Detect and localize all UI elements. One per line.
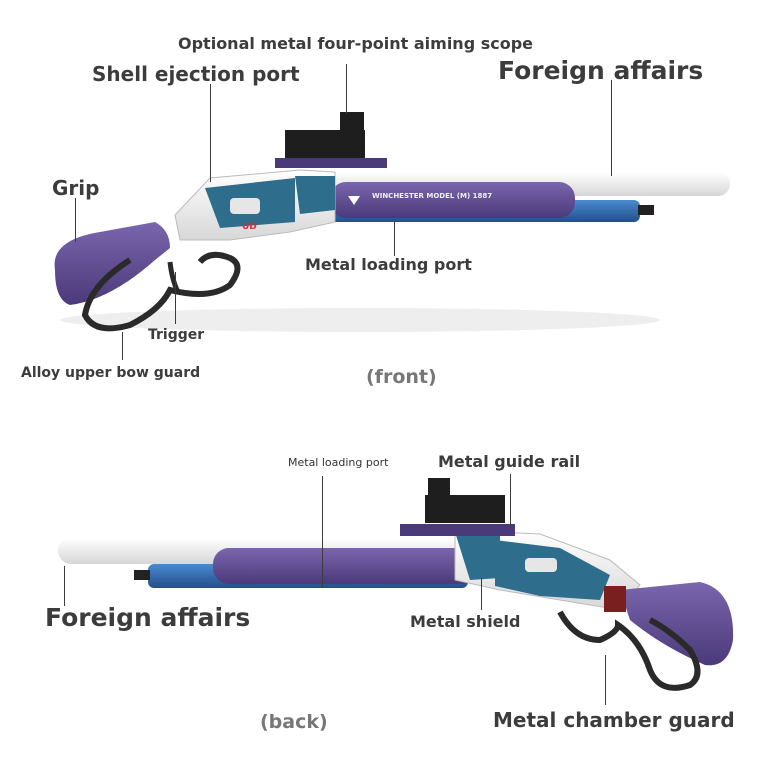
label-grip: Grip — [52, 176, 100, 200]
leader-trigger — [175, 272, 176, 324]
leader-foreign-affairs-back — [64, 566, 65, 606]
label-guide-rail: Metal guide rail — [438, 452, 581, 471]
front-forend — [330, 182, 575, 218]
leader-loading-port-front — [394, 222, 395, 256]
back-stock — [620, 582, 734, 666]
back-gun-illustration — [58, 478, 734, 691]
caption-back: (back) — [260, 711, 328, 733]
label-scope: Optional metal four-point aiming scope — [178, 34, 534, 53]
leader-shell-ejection — [210, 84, 211, 182]
leader-chamber-guard — [605, 655, 606, 705]
leader-loading-port-back — [322, 476, 323, 588]
front-scope — [285, 130, 365, 158]
label-loading-port-front: Metal loading port — [305, 255, 472, 274]
caption-front: (front) — [366, 366, 437, 388]
front-stock — [54, 222, 170, 305]
leader-bow-guard — [122, 332, 123, 360]
label-loading-port-back: Metal loading port — [288, 456, 389, 469]
back-scope — [425, 495, 505, 523]
label-chamber-guard: Metal chamber guard — [493, 708, 735, 732]
front-lever — [81, 251, 241, 332]
back-guide-rail — [400, 524, 515, 536]
label-metal-shield: Metal shield — [410, 612, 521, 631]
label-trigger: Trigger — [148, 327, 205, 343]
leader-grip — [75, 198, 76, 242]
label-shell-ejection-port: Shell ejection port — [92, 62, 300, 86]
leader-scope — [346, 64, 347, 114]
front-gun-illustration — [54, 112, 730, 332]
label-bow-guard: Alloy upper bow guard — [21, 365, 201, 381]
front-engraving: WINCHESTER MODEL (M) 1887 — [372, 192, 493, 200]
back-forend — [213, 548, 478, 584]
front-logo: UD — [242, 222, 257, 232]
leader-foreign-affairs-front — [611, 80, 612, 176]
leader-guide-rail — [510, 474, 511, 526]
leader-metal-shield — [481, 578, 482, 610]
label-foreign-affairs-back: Foreign affairs — [45, 603, 251, 632]
back-lever — [557, 610, 701, 691]
label-foreign-affairs-front: Foreign affairs — [498, 56, 704, 85]
front-scope-rail — [275, 158, 387, 168]
